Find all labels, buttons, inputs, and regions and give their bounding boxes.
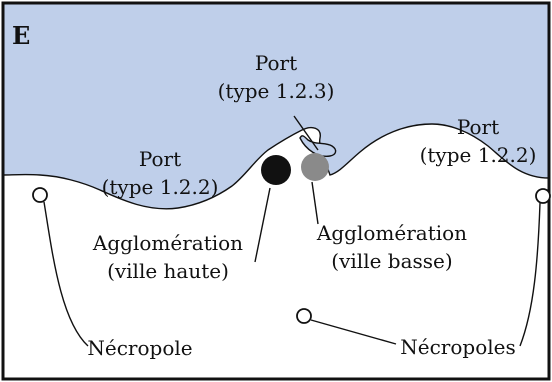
label-port-left-line1: Port xyxy=(139,147,181,171)
label-port-right: Port (type 1.2.2) xyxy=(420,115,537,167)
sea-area xyxy=(2,2,550,210)
label-necropole-left: Nécropole xyxy=(87,336,192,360)
label-port-right-line1: Port xyxy=(457,115,499,139)
label-port-right-line2: (type 1.2.2) xyxy=(420,143,537,167)
necropole-marker-right xyxy=(535,188,551,204)
leader-port-center xyxy=(293,115,319,151)
label-port-center-line2: (type 1.2.3) xyxy=(218,79,335,103)
label-agglo-basse-line2: (ville basse) xyxy=(331,249,452,273)
leader-agglo-haute xyxy=(254,187,271,263)
label-agglo-basse: Agglomération (ville basse) xyxy=(316,221,467,273)
leader-necropole-left xyxy=(43,201,89,347)
label-agglo-haute-line1: Agglomération xyxy=(92,231,243,255)
label-port-left-line2: (type 1.2.2) xyxy=(102,175,219,199)
leader-agglo-basse xyxy=(311,181,319,225)
panel-letter: E xyxy=(12,21,30,50)
label-agglo-haute-line2: (ville haute) xyxy=(107,259,229,283)
ville-haute-marker xyxy=(261,155,291,185)
leader-necropoles-right xyxy=(519,202,541,347)
label-agglo-haute: Agglomération (ville haute) xyxy=(92,231,243,283)
leader-lines xyxy=(43,115,541,347)
label-port-center: Port (type 1.2.3) xyxy=(218,51,335,103)
leader-necropoles-center xyxy=(310,319,397,345)
necropole-marker-center xyxy=(296,308,312,324)
label-port-left: Port (type 1.2.2) xyxy=(102,147,219,199)
ville-basse-marker xyxy=(301,153,329,181)
label-port-center-line1: Port xyxy=(255,51,297,75)
necropole-marker-left xyxy=(32,187,48,203)
label-agglo-basse-line1: Agglomération xyxy=(316,221,467,245)
label-necropoles-right: Nécropoles xyxy=(400,335,515,359)
